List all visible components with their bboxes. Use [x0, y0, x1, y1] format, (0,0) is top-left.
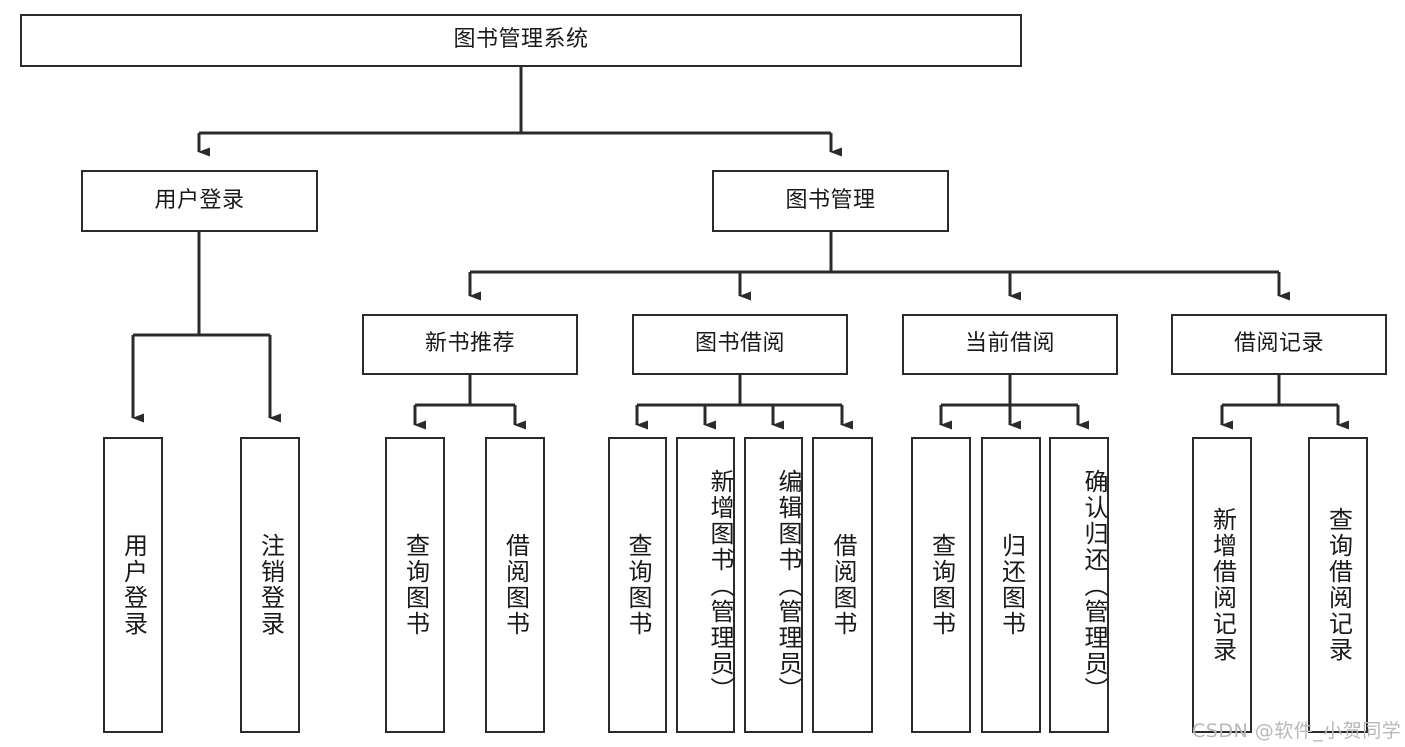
node-leaf-logout[interactable]: 注销登录: [240, 437, 300, 733]
node-label: 借阅图书: [828, 533, 857, 637]
node-label: 归还图书: [997, 533, 1026, 637]
node-leaf-edit-book[interactable]: 编辑图书（管理员）: [744, 437, 803, 733]
node-label: 图书管理系统: [453, 27, 589, 53]
node-label: 图书借阅: [694, 331, 785, 357]
node-leaf-query-record[interactable]: 查询借阅记录: [1308, 437, 1368, 733]
node-label: 编辑图书（管理员）: [774, 469, 802, 703]
node-label: 查询借阅记录: [1324, 507, 1353, 663]
node-leaf-add-record[interactable]: 新增借阅记录: [1192, 437, 1252, 733]
node-leaf-user-login[interactable]: 用户登录: [103, 437, 163, 733]
node-label: 新书推荐: [424, 331, 515, 357]
node-new-book-recommend[interactable]: 新书推荐: [362, 314, 578, 375]
node-leaf-query-book-2[interactable]: 查询图书: [608, 437, 667, 733]
node-label: 新增借阅记录: [1208, 507, 1237, 663]
node-borrow-record[interactable]: 借阅记录: [1171, 314, 1387, 375]
node-label: 当前借阅: [964, 331, 1055, 357]
csdn-watermark: CSDN @软件_小贺同学: [1192, 720, 1402, 742]
node-leaf-query-book-1[interactable]: 查询图书: [385, 437, 445, 733]
node-leaf-add-book[interactable]: 新增图书（管理员）: [676, 437, 735, 733]
node-label: 借阅图书: [501, 533, 530, 637]
node-book-borrow[interactable]: 图书借阅: [632, 314, 848, 375]
node-leaf-return-book[interactable]: 归还图书: [981, 437, 1041, 733]
node-root-book-management-system[interactable]: 图书管理系统: [20, 14, 1022, 67]
node-label: 用户登录: [154, 187, 245, 213]
node-label: 确认归还（管理员）: [1080, 469, 1108, 703]
node-leaf-confirm-return[interactable]: 确认归还（管理员）: [1049, 437, 1109, 733]
node-label: 用户登录: [119, 533, 148, 637]
node-current-borrow[interactable]: 当前借阅: [902, 314, 1118, 375]
node-leaf-borrow-book-1[interactable]: 借阅图书: [485, 437, 545, 733]
node-label: 借阅记录: [1233, 331, 1324, 357]
node-user-login[interactable]: 用户登录: [81, 170, 318, 232]
node-label: 查询图书: [927, 533, 956, 637]
node-leaf-borrow-book-2[interactable]: 借阅图书: [812, 437, 873, 733]
node-leaf-query-book-3[interactable]: 查询图书: [911, 437, 971, 733]
node-label: 新增图书（管理员）: [706, 469, 734, 703]
node-label: 注销登录: [256, 533, 285, 637]
node-label: 图书管理: [785, 187, 876, 213]
node-book-manage[interactable]: 图书管理: [712, 170, 949, 232]
node-label: 查询图书: [401, 533, 430, 637]
node-label: 查询图书: [623, 533, 652, 637]
